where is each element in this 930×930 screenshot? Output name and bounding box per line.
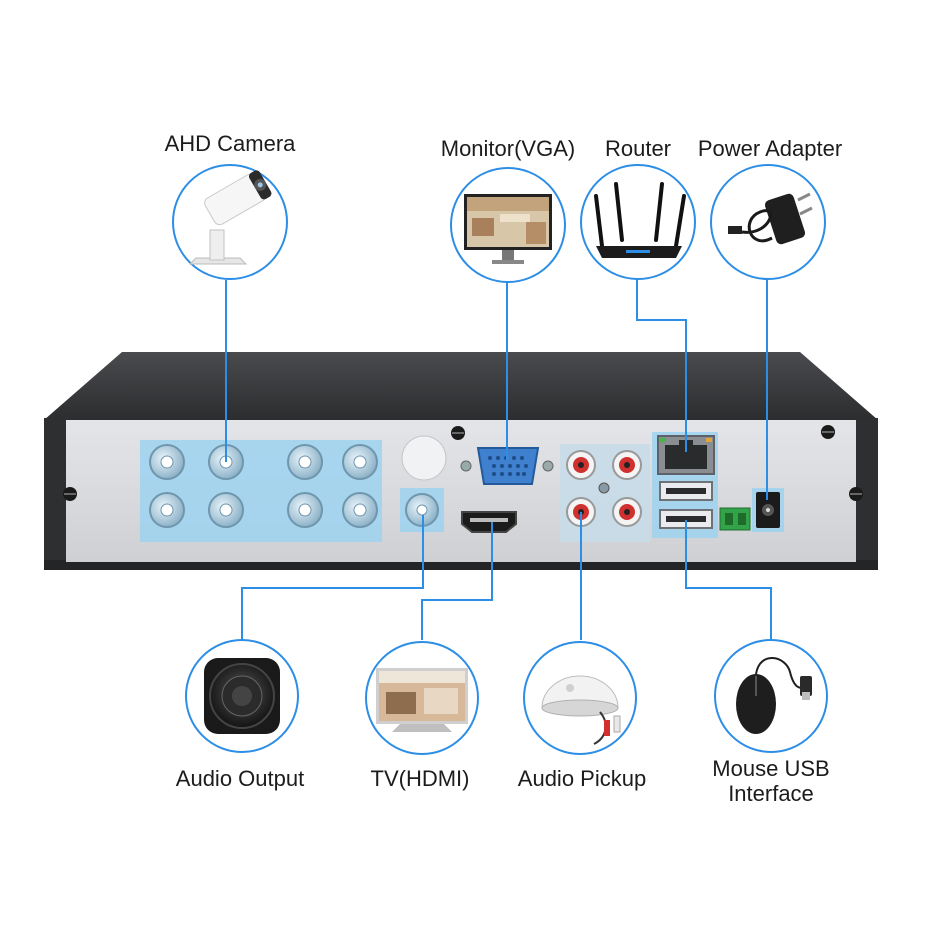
power-adapter-callout (710, 164, 826, 280)
usb-port (659, 481, 713, 501)
screw-icon (451, 426, 465, 440)
vga-port (476, 447, 540, 485)
audio-output-callout (185, 639, 299, 753)
router-icon (594, 182, 686, 248)
dvr-bottom-edge (44, 560, 878, 570)
dc-power-jack (756, 492, 780, 528)
tv-icon (376, 668, 468, 732)
ground-screw (598, 482, 610, 494)
screw-icon (821, 425, 835, 439)
dvr-frame-right (856, 418, 878, 568)
label-ahd-camera: AHD Camera (164, 131, 296, 156)
connector-lines (225, 280, 772, 640)
label-mouse-usb-line2: Interface (728, 781, 814, 806)
label-mouse-usb-interface: Mouse USB Interface (695, 756, 847, 806)
rca-port (612, 497, 642, 527)
vga-screw (460, 460, 472, 472)
line-tv-hdmi (421, 522, 493, 640)
label-mouse-usb-line1: Mouse USB (712, 756, 830, 781)
dvr-top-cover (44, 352, 878, 420)
bnc-port (149, 444, 185, 480)
label-audio-output: Audio Output (175, 766, 305, 791)
bnc-port (208, 492, 244, 528)
label-router: Router (604, 136, 672, 161)
tv-hdmi-callout (365, 641, 479, 755)
microphone-pickup-icon (541, 675, 621, 745)
line-mouse-usb (685, 520, 772, 640)
monitor-vga-callout (450, 167, 566, 283)
bnc-port (149, 492, 185, 528)
label-audio-pickup: Audio Pickup (517, 766, 647, 791)
audio-pickup-callout (523, 641, 637, 755)
dvr-frame-left (44, 418, 66, 568)
line-router (636, 280, 687, 452)
mouse-icon (736, 657, 812, 734)
line-audio-output (241, 515, 424, 640)
monitor-icon (464, 194, 552, 264)
vga-screw (542, 460, 554, 472)
bnc-port (342, 444, 378, 480)
rca-port (612, 450, 642, 480)
bnc-port (287, 492, 323, 528)
dvr-device (44, 352, 878, 570)
mouse-usb-callout (714, 639, 828, 753)
router-callout (580, 164, 696, 280)
bnc-port-audio-out (405, 493, 439, 527)
label-tv-hdmi: TV(HDMI) (370, 766, 470, 791)
power-adapter-icon (728, 192, 813, 245)
screw-icon (63, 487, 77, 501)
knockout-hole (401, 435, 447, 481)
ahd-camera-callout (172, 164, 288, 280)
hdmi-port (461, 511, 517, 533)
rca-port (566, 450, 596, 480)
rs485-terminal (719, 507, 751, 531)
bnc-port (342, 492, 378, 528)
bnc-port-grid (149, 444, 378, 528)
bnc-port (287, 444, 323, 480)
screw-icon (849, 487, 863, 501)
bullet-camera-icon (188, 170, 272, 265)
speaker-icon (204, 658, 280, 734)
label-power-adapter: Power Adapter (697, 136, 843, 161)
label-monitor-vga: Monitor(VGA) (440, 136, 576, 161)
